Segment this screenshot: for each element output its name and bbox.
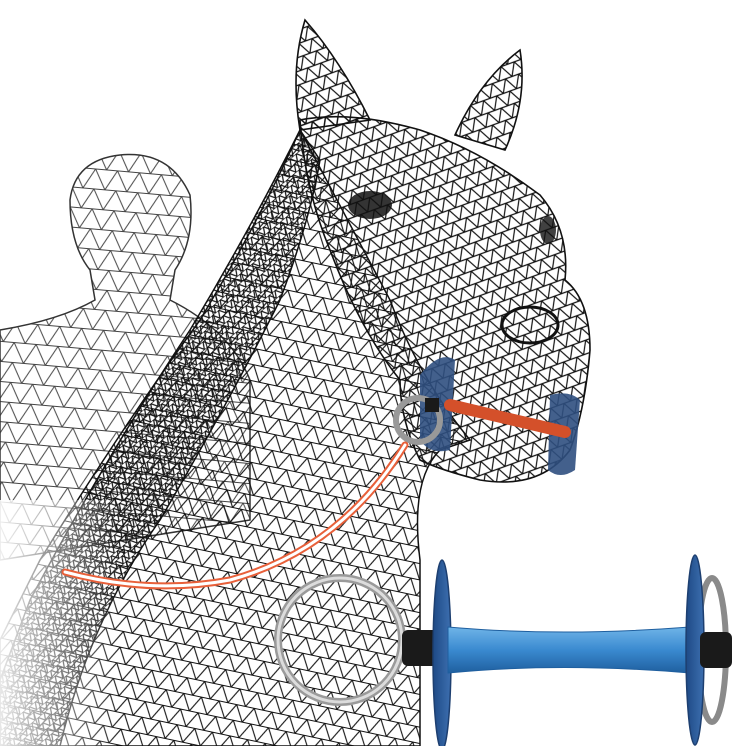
horse-eye [348,191,392,219]
end-cap-right [700,632,732,668]
bit-bar [448,627,690,673]
